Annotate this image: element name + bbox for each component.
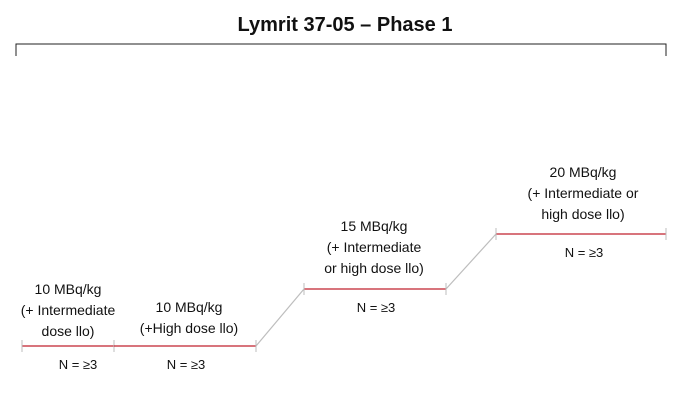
cohort-4-combo: (+ Intermediate or (527, 185, 639, 201)
connector-3-4 (445, 233, 497, 290)
phase-bracket (15, 43, 667, 56)
cohort-3-n: N = ≥3 (356, 300, 396, 315)
cohort-4-label: 20 MBq/kg (+ Intermediate or high dose l… (508, 162, 658, 225)
cohort-1-combo: (+ Intermediate (20, 302, 116, 318)
cohort-2-combo: (+High dose llo) (139, 320, 239, 336)
diagram-title: Lymrit 37-05 – Phase 1 (237, 14, 453, 36)
cohort-3-combo: (+ Intermediate (326, 239, 422, 255)
cohort-3-label: 15 MBq/kg (+ Intermediate or high dose l… (306, 216, 442, 279)
cohort-4-dose: 20 MBq/kg (549, 164, 617, 180)
cohort-4-n: N = ≥3 (564, 245, 604, 260)
cohort-1-combo-cont: dose llo) (41, 323, 95, 339)
cohort-1-label: 10 MBq/kg (+ Intermediate dose llo) (12, 279, 124, 342)
cohort-2-n: N = ≥3 (166, 357, 206, 372)
cohort-1-dose: 10 MBq/kg (34, 281, 102, 297)
cohort-4-combo-cont: high dose llo) (541, 206, 625, 222)
cohort-3-dose: 15 MBq/kg (340, 218, 408, 234)
cohort-2-label: 10 MBq/kg (+High dose llo) (124, 297, 254, 339)
connector-2-3 (255, 288, 305, 347)
cohort-1-n: N = ≥3 (58, 357, 98, 372)
cohort-3-combo-cont: or high dose llo) (324, 260, 424, 276)
cohort-2-dose: 10 MBq/kg (155, 299, 223, 315)
